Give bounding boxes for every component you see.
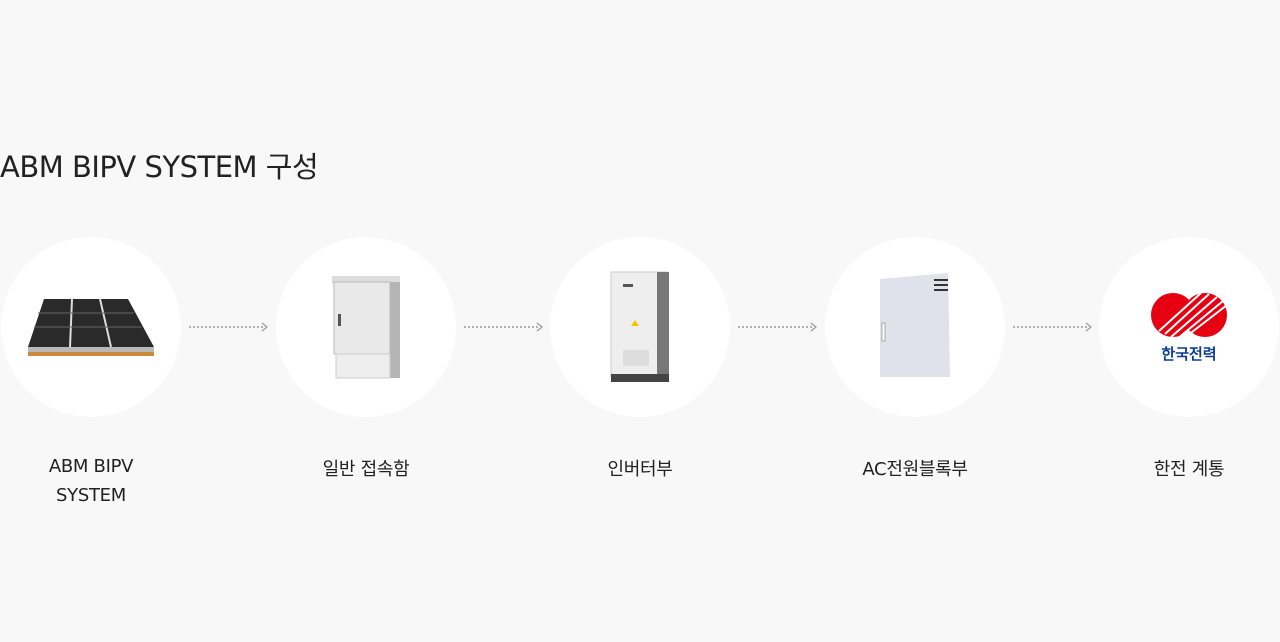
step-inverter	[550, 237, 730, 417]
step-solar-panel	[1, 237, 181, 417]
ac-power-block-icon	[880, 273, 950, 377]
arrow-right-icon	[738, 322, 817, 332]
step-label-solar: ABM BIPV SYSTEM	[0, 452, 191, 510]
arrow-right-icon	[189, 322, 268, 332]
step-kepco-grid: 한국전력	[1099, 237, 1279, 417]
solar-panel-icon	[28, 298, 154, 356]
arrow-right-icon	[464, 322, 543, 332]
step-junction-box	[276, 237, 456, 417]
page-title: ABM BIPV SYSTEM 구성	[0, 150, 319, 184]
inverter-icon	[610, 271, 669, 382]
step-label-junction: 일반 접속함	[322, 459, 410, 480]
step-label-inverter: 인버터부	[607, 459, 673, 480]
step-label-line: ABM BIPV	[48, 456, 134, 477]
junction-box-icon	[332, 276, 400, 379]
step-label-kepco: 한전 계통	[1153, 459, 1225, 480]
kepco-logo: 한국전력	[1151, 292, 1228, 363]
step-ac-power-block	[825, 237, 1005, 417]
step-label-line: SYSTEM	[56, 485, 126, 506]
step-label-ac-block: AC전원블록부	[862, 459, 968, 480]
kepco-logo-text: 한국전력	[1161, 345, 1216, 363]
arrow-right-icon	[1013, 322, 1092, 332]
